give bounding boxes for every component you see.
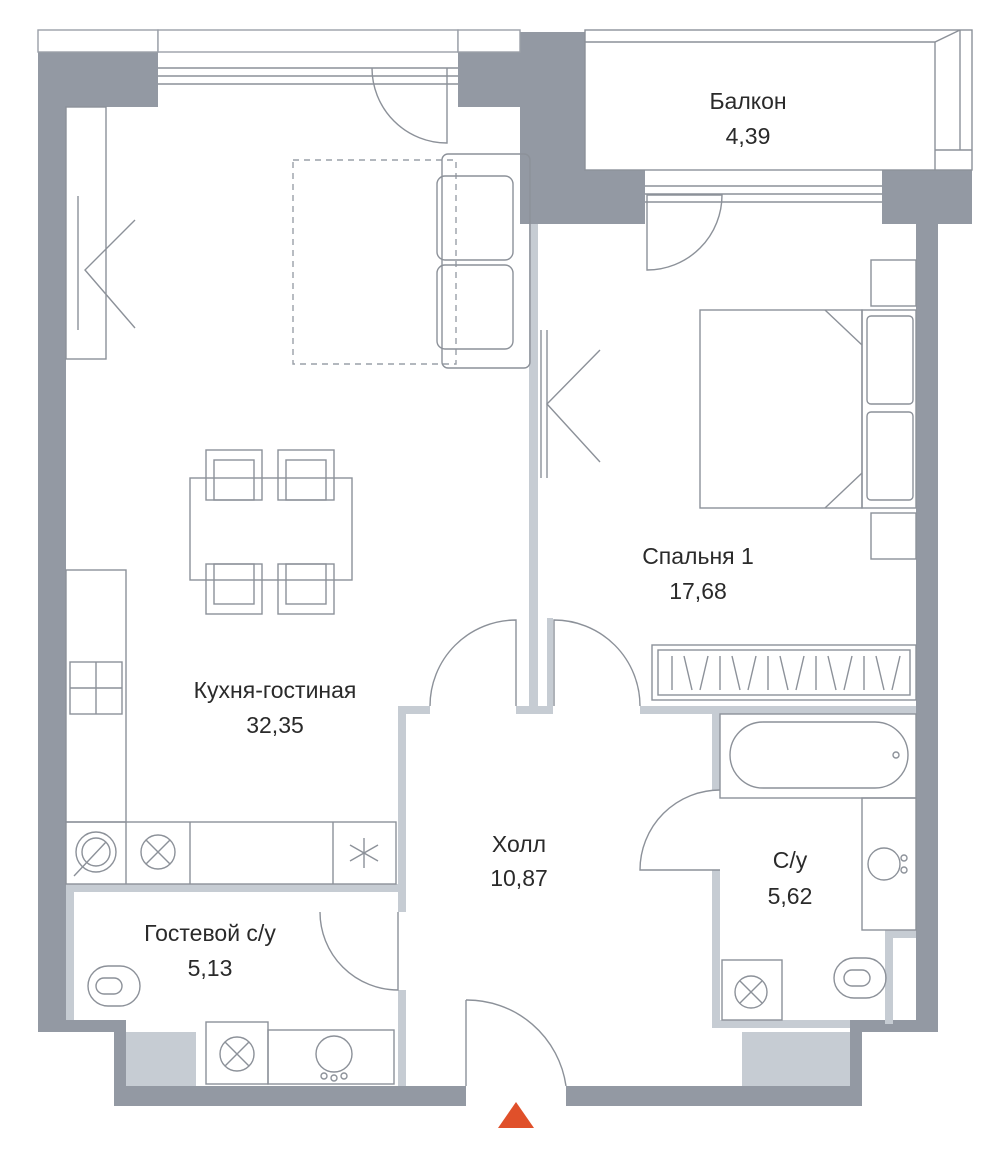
hanger xyxy=(779,655,789,691)
wardrobe-hangers xyxy=(671,655,901,691)
room-name: Кухня-гостиная xyxy=(194,677,357,703)
windows xyxy=(37,29,882,203)
room-area: 32,35 xyxy=(246,712,304,738)
room-area: 4,39 xyxy=(726,123,771,149)
room-area: 10,87 xyxy=(490,865,548,891)
room-area: 17,68 xyxy=(669,578,727,604)
doors xyxy=(319,67,723,1087)
balcony xyxy=(584,29,973,171)
room-label-hall: Холл 10,87 xyxy=(490,831,548,891)
stove-icon xyxy=(140,834,176,870)
room-label-balcony: Балкон 4,39 xyxy=(709,88,786,149)
guest-washing-machine-icon xyxy=(205,1021,269,1085)
bedroom-furniture xyxy=(540,259,917,701)
room-label-bedroom: Спальня 1 17,68 xyxy=(642,543,754,604)
washing-machine-icon xyxy=(721,959,783,1021)
room-label-kitchen-living: Кухня-гостиная 32,35 xyxy=(194,677,357,738)
bathroom-sink-icon xyxy=(861,797,917,931)
sink-icon xyxy=(73,831,117,877)
fridge-icon xyxy=(349,838,379,868)
entrance-arrow-icon xyxy=(498,1102,534,1128)
outer-walls xyxy=(38,32,972,1106)
hanger xyxy=(827,655,837,691)
room-name: Холл xyxy=(492,831,546,857)
room-name: Гостевой с/у xyxy=(144,920,276,946)
hanger xyxy=(843,655,853,691)
room-area: 5,13 xyxy=(188,955,233,981)
room-label-guest-wc: Гостевой с/у 5,13 xyxy=(144,920,276,981)
room-name: С/у xyxy=(773,847,808,873)
room-name: Спальня 1 xyxy=(642,543,754,569)
hanger xyxy=(795,655,805,691)
kitchen-living-furniture xyxy=(65,106,531,885)
hanger xyxy=(875,655,885,691)
room-area: 5,62 xyxy=(768,883,813,909)
hanger xyxy=(747,655,757,691)
room-name: Балкон xyxy=(709,88,786,114)
hanger xyxy=(683,655,693,691)
partitions xyxy=(66,224,916,1086)
bathtub-icon xyxy=(719,713,917,799)
toilet-icon xyxy=(833,957,887,999)
guest-toilet-icon xyxy=(87,965,141,1007)
guest-sink-icon xyxy=(267,1029,395,1085)
hanger xyxy=(731,655,741,691)
hanger xyxy=(891,655,901,691)
room-label-bathroom: С/у 5,62 xyxy=(768,847,813,909)
hanger xyxy=(699,655,709,691)
